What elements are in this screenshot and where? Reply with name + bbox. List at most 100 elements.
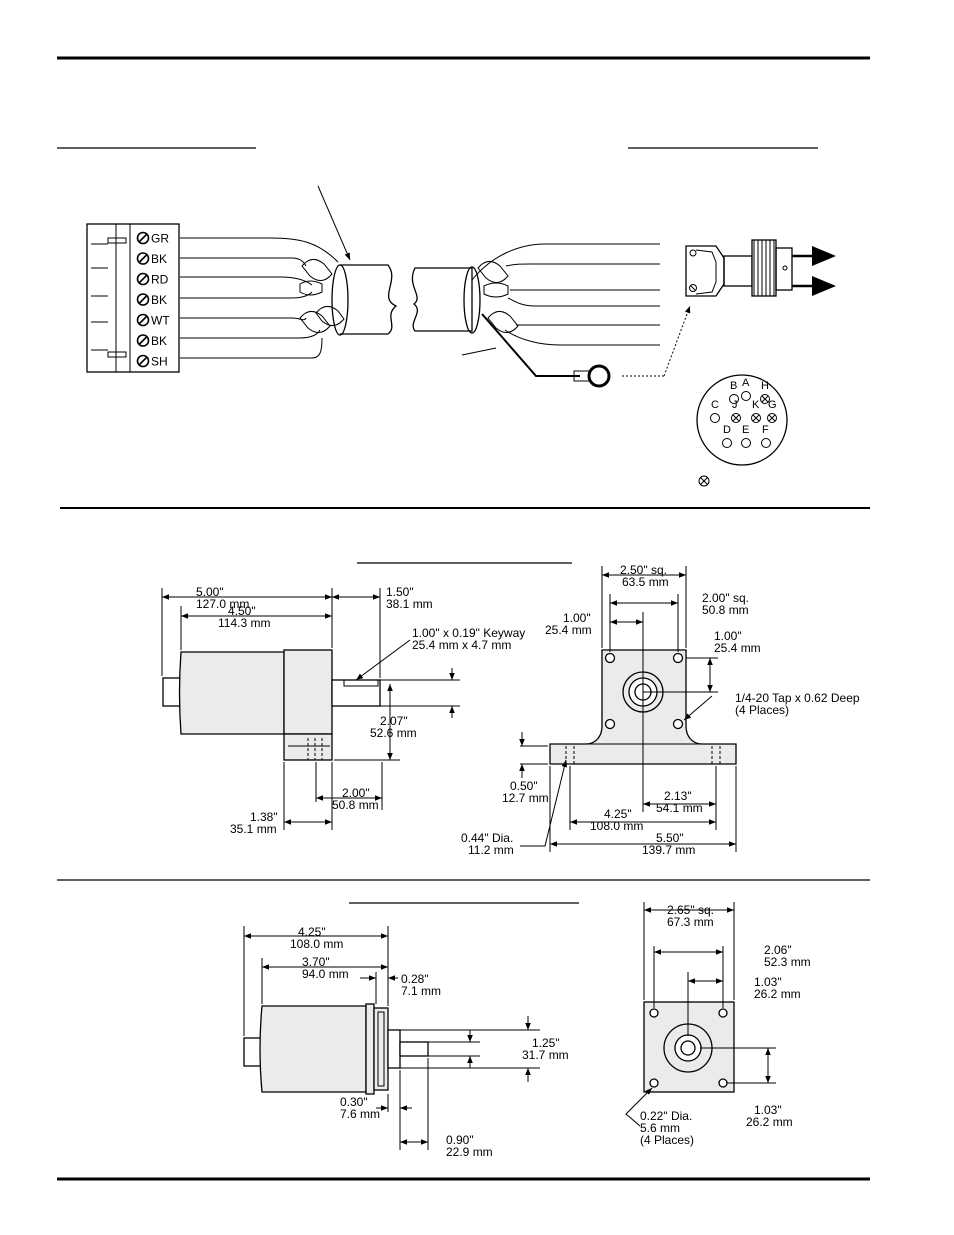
dim-small-pilot-len-in: 0.30"	[340, 1095, 368, 1109]
crossed-pin-legend-icon	[698, 475, 710, 487]
pin-label: D	[723, 424, 731, 436]
pin-label: G	[768, 399, 777, 411]
connector-pin: H	[760, 380, 770, 404]
dim-small-bolt-x-in: 2.06"	[764, 943, 792, 957]
dim-hole-dia-mm: 11.2 mm	[468, 843, 514, 857]
terminal-label: WT	[151, 314, 170, 328]
dim-base-thick-mm: 12.7 mm	[502, 791, 549, 805]
dim-tap-places: (4 Places)	[735, 703, 789, 717]
connector-pin: C	[710, 399, 720, 423]
connector-pin: A	[741, 377, 751, 401]
pin-label: K	[752, 399, 760, 411]
terminal-label: BK	[151, 252, 167, 266]
page-rules	[57, 56, 870, 1181]
dim-small-hole-places: (4 Places)	[640, 1133, 694, 1147]
pin-label: B	[730, 380, 737, 392]
dim-bolt-sq-mm: 50.8 mm	[702, 603, 749, 617]
pin-label: F	[762, 424, 769, 436]
dim-hole-dia-in: 0.44" Dia.	[461, 831, 513, 845]
connector-pin: D	[722, 424, 732, 448]
dim-shaft-in: 1.50"	[386, 585, 414, 599]
pin-label: A	[742, 377, 750, 389]
large-motor-front-view: 2.50" sq. 63.5 mm 2.00" sq. 50.8 mm 1.00…	[461, 563, 860, 857]
dim-center-height-in: 2.13"	[664, 789, 692, 803]
terminal-screw: GR	[136, 232, 169, 246]
terminal-label: SH	[151, 355, 168, 369]
large-motor-side-view: 5.00" 127.0 mm 4.50" 114.3 mm 1.50" 38.1…	[161, 585, 525, 836]
dim-flange-sq-mm: 63.5 mm	[622, 575, 669, 589]
terminal-screw: RD	[136, 273, 169, 287]
small-motor-front-view: 2.65" sq. 67.3 mm 2.06" 52.3 mm 1.03" 26…	[625, 902, 811, 1147]
dim-small-body-in: 3.70"	[302, 955, 330, 969]
dim-keyway-in: 1.00" x 0.19" Keyway	[412, 626, 525, 640]
terminal-screw: BK	[136, 334, 167, 348]
terminal-label: BK	[151, 293, 167, 307]
dim-base-mm: 35.1 mm	[230, 822, 277, 836]
connector-pin: G	[767, 399, 777, 423]
dim-shaft-mm: 38.1 mm	[386, 597, 433, 611]
dim-hole-spacing-in: 4.25"	[604, 807, 632, 821]
terminal-screw: WT	[136, 314, 170, 328]
dim-small-pilot-in: 1.25"	[532, 1036, 560, 1050]
dim-overall-mm: 127.0 mm	[196, 597, 249, 611]
dim-flange-sq-in: 2.50" sq.	[620, 563, 667, 577]
dim-half-bolt-y-mm: 25.4 mm	[714, 641, 761, 655]
dim-small-pilot-mm: 31.7 mm	[522, 1048, 569, 1062]
terminal-label: RD	[151, 273, 169, 287]
terminal-label: GR	[151, 232, 169, 246]
dim-tap: 1/4-20 Tap x 0.62 Deep	[735, 691, 860, 705]
dim-body-in: 4.50"	[228, 604, 256, 618]
dim-small-hole-dia-in: 0.22" Dia.	[640, 1109, 692, 1123]
dim-half-bolt-x-mm: 25.4 mm	[545, 623, 592, 637]
pin-label: H	[761, 380, 769, 392]
dim-foot-in: 2.00"	[342, 786, 370, 800]
dim-small-flange-sq-mm: 67.3 mm	[667, 915, 714, 929]
dim-base-thick-in: 0.50"	[510, 779, 538, 793]
small-motor-side-view: 4.25" 108.0 mm 3.70" 94.0 mm 0.28" 7.1 m…	[243, 925, 569, 1159]
dim-half-bolt-x-in: 1.00"	[563, 611, 591, 625]
connector-pin: F	[761, 424, 771, 448]
dim-small-half-bolt-y-mm: 26.2 mm	[746, 1115, 793, 1129]
dim-overall-in: 5.00"	[196, 585, 224, 599]
shield-lug	[481, 305, 691, 388]
dim-small-flange-in: 0.28"	[401, 972, 429, 986]
dim-center-height-mm: 54.1 mm	[656, 801, 703, 815]
connector-pin: B	[729, 380, 739, 404]
dim-small-bolt-x-mm: 52.3 mm	[764, 955, 811, 969]
dim-foot-mm: 50.8 mm	[332, 798, 379, 812]
ms-connector	[685, 239, 836, 297]
dim-small-shaft-mm: 22.9 mm	[446, 1145, 493, 1159]
dim-small-shaft-in: 0.90"	[446, 1133, 474, 1147]
terminal-screw: BK	[136, 252, 167, 266]
terminal-label: BK	[151, 334, 167, 348]
dim-body-mm: 114.3 mm	[218, 616, 270, 630]
terminal-screw: BK	[136, 293, 167, 307]
cable-left	[299, 259, 398, 336]
dim-height-in: 2.07"	[380, 714, 408, 728]
cable-right	[411, 261, 519, 334]
dim-small-overall-mm: 108.0 mm	[290, 937, 343, 951]
dim-base-width-mm: 139.7 mm	[642, 843, 695, 857]
dim-small-overall-in: 4.25"	[298, 925, 326, 939]
dim-keyway-mm: 25.4 mm x 4.7 mm	[412, 638, 511, 652]
dim-small-half-bolt-y-in: 1.03"	[754, 1103, 782, 1117]
wires-right	[471, 243, 660, 346]
dim-base-in: 1.38"	[250, 810, 278, 824]
dim-small-body-mm: 94.0 mm	[302, 967, 349, 981]
pin-label: J	[732, 399, 738, 411]
dim-small-flange-mm: 7.1 mm	[401, 984, 441, 998]
connector-pin: E	[741, 424, 751, 448]
connector-pin: J	[731, 399, 741, 423]
wires-left	[180, 237, 339, 359]
dim-height-mm: 52.6 mm	[370, 726, 417, 740]
dim-small-flange-sq-in: 2.65" sq.	[667, 903, 714, 917]
dim-small-half-bolt-x-in: 1.03"	[754, 975, 782, 989]
pin-label: E	[742, 424, 749, 436]
dim-half-bolt-y-in: 1.00"	[714, 629, 742, 643]
connector-pin: K	[751, 399, 761, 423]
dim-small-pilot-len-mm: 7.6 mm	[340, 1107, 380, 1121]
pin-label: C	[711, 399, 719, 411]
